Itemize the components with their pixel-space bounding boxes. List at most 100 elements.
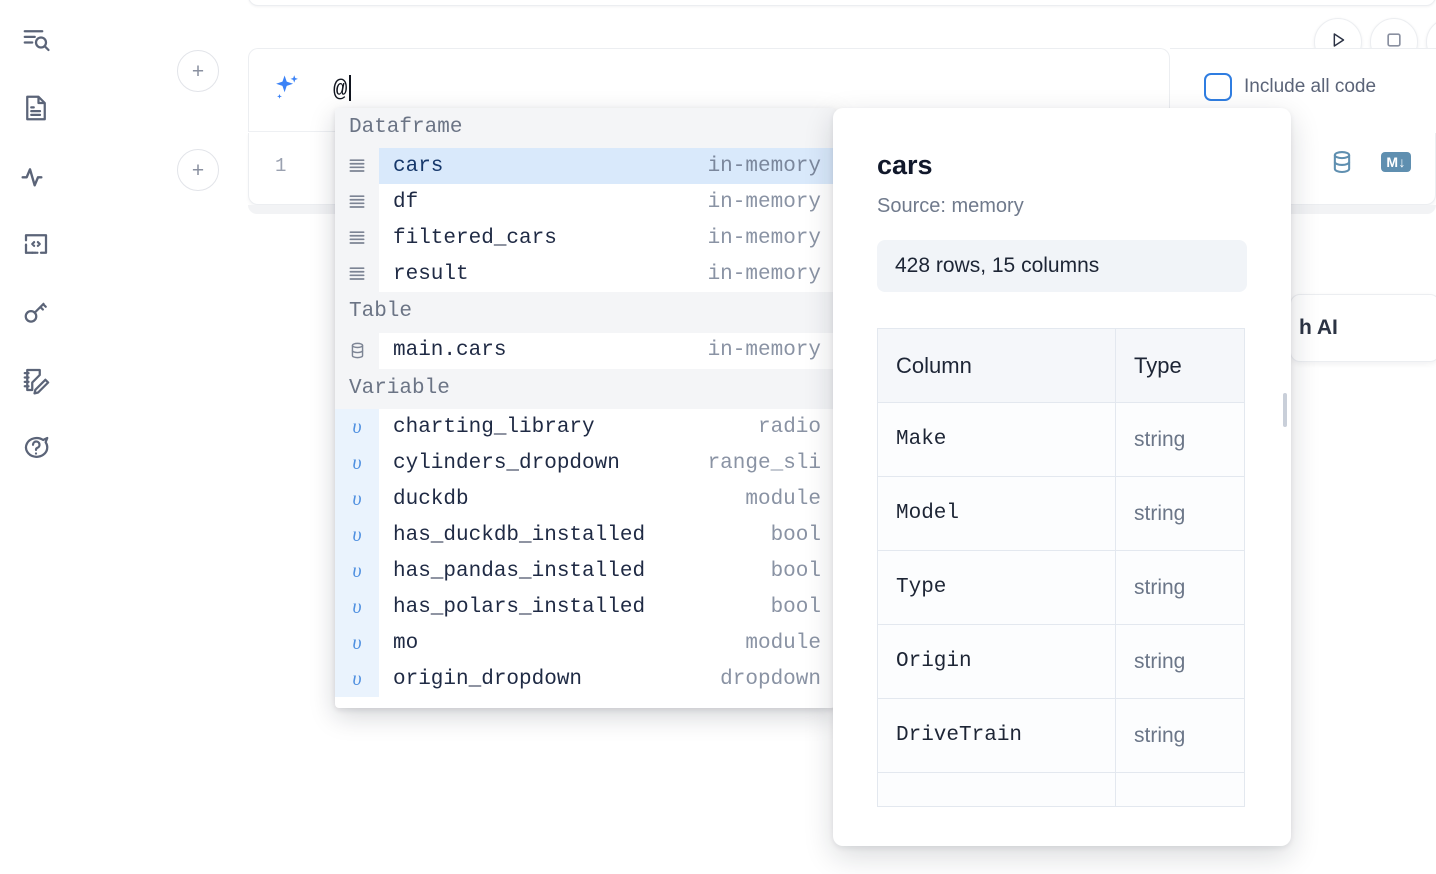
variable-upsilon-icon: υ bbox=[335, 481, 379, 518]
autocomplete-item[interactable]: υ has_polars_installed bool bbox=[335, 589, 835, 626]
autocomplete-item-kind: bool bbox=[770, 559, 821, 583]
autocomplete-item-kind: bool bbox=[770, 523, 821, 547]
cell-above-stub bbox=[248, 0, 1436, 6]
play-icon bbox=[1327, 29, 1349, 56]
database-icon[interactable] bbox=[1329, 149, 1355, 175]
autocomplete-item[interactable]: result in-memory bbox=[335, 256, 835, 293]
variable-upsilon-icon: υ bbox=[335, 517, 379, 554]
autocomplete-item-name: has_pandas_installed bbox=[393, 559, 646, 583]
ai-sparkle-icon bbox=[269, 71, 303, 105]
autocomplete-item-name: cylinders_dropdown bbox=[393, 451, 620, 475]
scratchpad-edit-icon bbox=[21, 365, 51, 395]
preview-column-type: string bbox=[1115, 402, 1245, 477]
sidebar-rail bbox=[0, 0, 72, 874]
help-chat-icon bbox=[21, 433, 51, 463]
generate-with-ai-label: h AI bbox=[1299, 316, 1338, 339]
autocomplete-group-header: Dataframe bbox=[335, 108, 835, 149]
autocomplete-item-name: origin_dropdown bbox=[393, 667, 583, 691]
preview-shape-badge: 428 rows, 15 columns bbox=[877, 240, 1247, 292]
autocomplete-item-kind: in-memory bbox=[707, 154, 821, 178]
autocomplete-item-name: mo bbox=[393, 631, 419, 655]
preview-column-name: Model bbox=[877, 476, 1116, 551]
autocomplete-item-kind: in-memory bbox=[707, 262, 821, 286]
autocomplete-item-kind: range_sli bbox=[707, 451, 821, 475]
sidebar-item-snippets[interactable] bbox=[14, 222, 58, 266]
preview-column-name: Origin bbox=[877, 624, 1116, 699]
database-icon bbox=[335, 332, 379, 369]
header-type: Type bbox=[1115, 328, 1245, 403]
text-caret bbox=[348, 75, 351, 101]
file-text-icon bbox=[21, 93, 51, 123]
preview-column-name: Type bbox=[877, 550, 1116, 625]
autocomplete-item[interactable]: υ origin_dropdown dropdown bbox=[335, 661, 835, 698]
table-row-clipped bbox=[877, 772, 1245, 807]
autocomplete-item-name: duckdb bbox=[393, 487, 469, 511]
autocomplete-item-name: has_duckdb_installed bbox=[393, 523, 646, 547]
sidebar-item-outline-search[interactable] bbox=[14, 18, 58, 62]
add-cell-below-button[interactable]: + bbox=[177, 149, 219, 191]
preview-column-type: string bbox=[1115, 550, 1245, 625]
autocomplete-item[interactable]: filtered_cars in-memory bbox=[335, 220, 835, 257]
add-cell-above-button[interactable]: + bbox=[177, 50, 219, 92]
autocomplete-item-name: has_polars_installed bbox=[393, 595, 646, 619]
preview-title: cars bbox=[877, 150, 933, 180]
include-all-code-label: Include all code bbox=[1244, 76, 1377, 97]
preview-scrollbar-thumb[interactable] bbox=[1283, 393, 1287, 427]
variable-upsilon-icon: υ bbox=[335, 661, 379, 698]
autocomplete-item-name: result bbox=[393, 262, 469, 286]
preview-column-name bbox=[877, 772, 1116, 807]
line-number: 1 bbox=[275, 155, 287, 177]
autocomplete-item-kind: module bbox=[745, 487, 821, 511]
generate-with-ai-button[interactable]: h AI bbox=[1290, 294, 1436, 362]
autocomplete-item-name: main.cars bbox=[393, 339, 507, 363]
preview-column-type: string bbox=[1115, 624, 1245, 699]
include-all-code-row[interactable]: Include all code bbox=[1204, 73, 1376, 101]
ai-prompt-input[interactable]: @ bbox=[333, 75, 351, 104]
markdown-letter: M bbox=[1386, 153, 1399, 170]
sidebar-item-help[interactable] bbox=[14, 426, 58, 470]
preview-source: Source: memory bbox=[877, 195, 1024, 217]
preview-column-type: string bbox=[1115, 698, 1245, 773]
dataframe-rows-icon bbox=[335, 220, 379, 257]
autocomplete-item-kind: dropdown bbox=[720, 667, 821, 691]
dataframe-rows-icon bbox=[335, 148, 379, 185]
variable-upsilon-icon: υ bbox=[335, 445, 379, 482]
autocomplete-item[interactable]: υ charting_library radio bbox=[335, 409, 835, 446]
autocomplete-item[interactable]: υ cylinders_dropdown range_sli bbox=[335, 445, 835, 482]
markdown-icon[interactable]: M↓ bbox=[1381, 151, 1411, 173]
autocomplete-item-kind: in-memory bbox=[707, 226, 821, 250]
variable-upsilon-icon: υ bbox=[335, 409, 379, 446]
autocomplete-item-kind: radio bbox=[757, 415, 821, 439]
autocomplete-item[interactable]: υ has_duckdb_installed bool bbox=[335, 517, 835, 554]
include-all-code-checkbox[interactable] bbox=[1204, 73, 1232, 101]
variable-upsilon-icon: υ bbox=[335, 589, 379, 626]
outline-search-icon bbox=[21, 25, 51, 55]
autocomplete-item-kind: in-memory bbox=[707, 339, 821, 363]
table-header-row: Column Type bbox=[877, 328, 1245, 403]
autocomplete-item[interactable]: main.cars in-memory bbox=[335, 332, 835, 369]
autocomplete-item-name: filtered_cars bbox=[393, 226, 557, 250]
dataframe-rows-icon bbox=[335, 184, 379, 221]
autocomplete-item-name: charting_library bbox=[393, 415, 595, 439]
header-column: Column bbox=[877, 328, 1116, 403]
sidebar-item-file[interactable] bbox=[14, 86, 58, 130]
preview-column-type bbox=[1115, 772, 1245, 807]
autocomplete-item-kind: bool bbox=[770, 595, 821, 619]
preview-column-name: DriveTrain bbox=[877, 698, 1116, 773]
sidebar-item-scratchpad[interactable] bbox=[14, 358, 58, 402]
sidebar-item-activity[interactable] bbox=[14, 154, 58, 198]
key-icon bbox=[21, 297, 51, 327]
stop-square-icon bbox=[1384, 30, 1404, 55]
sidebar-item-secrets[interactable] bbox=[14, 290, 58, 334]
